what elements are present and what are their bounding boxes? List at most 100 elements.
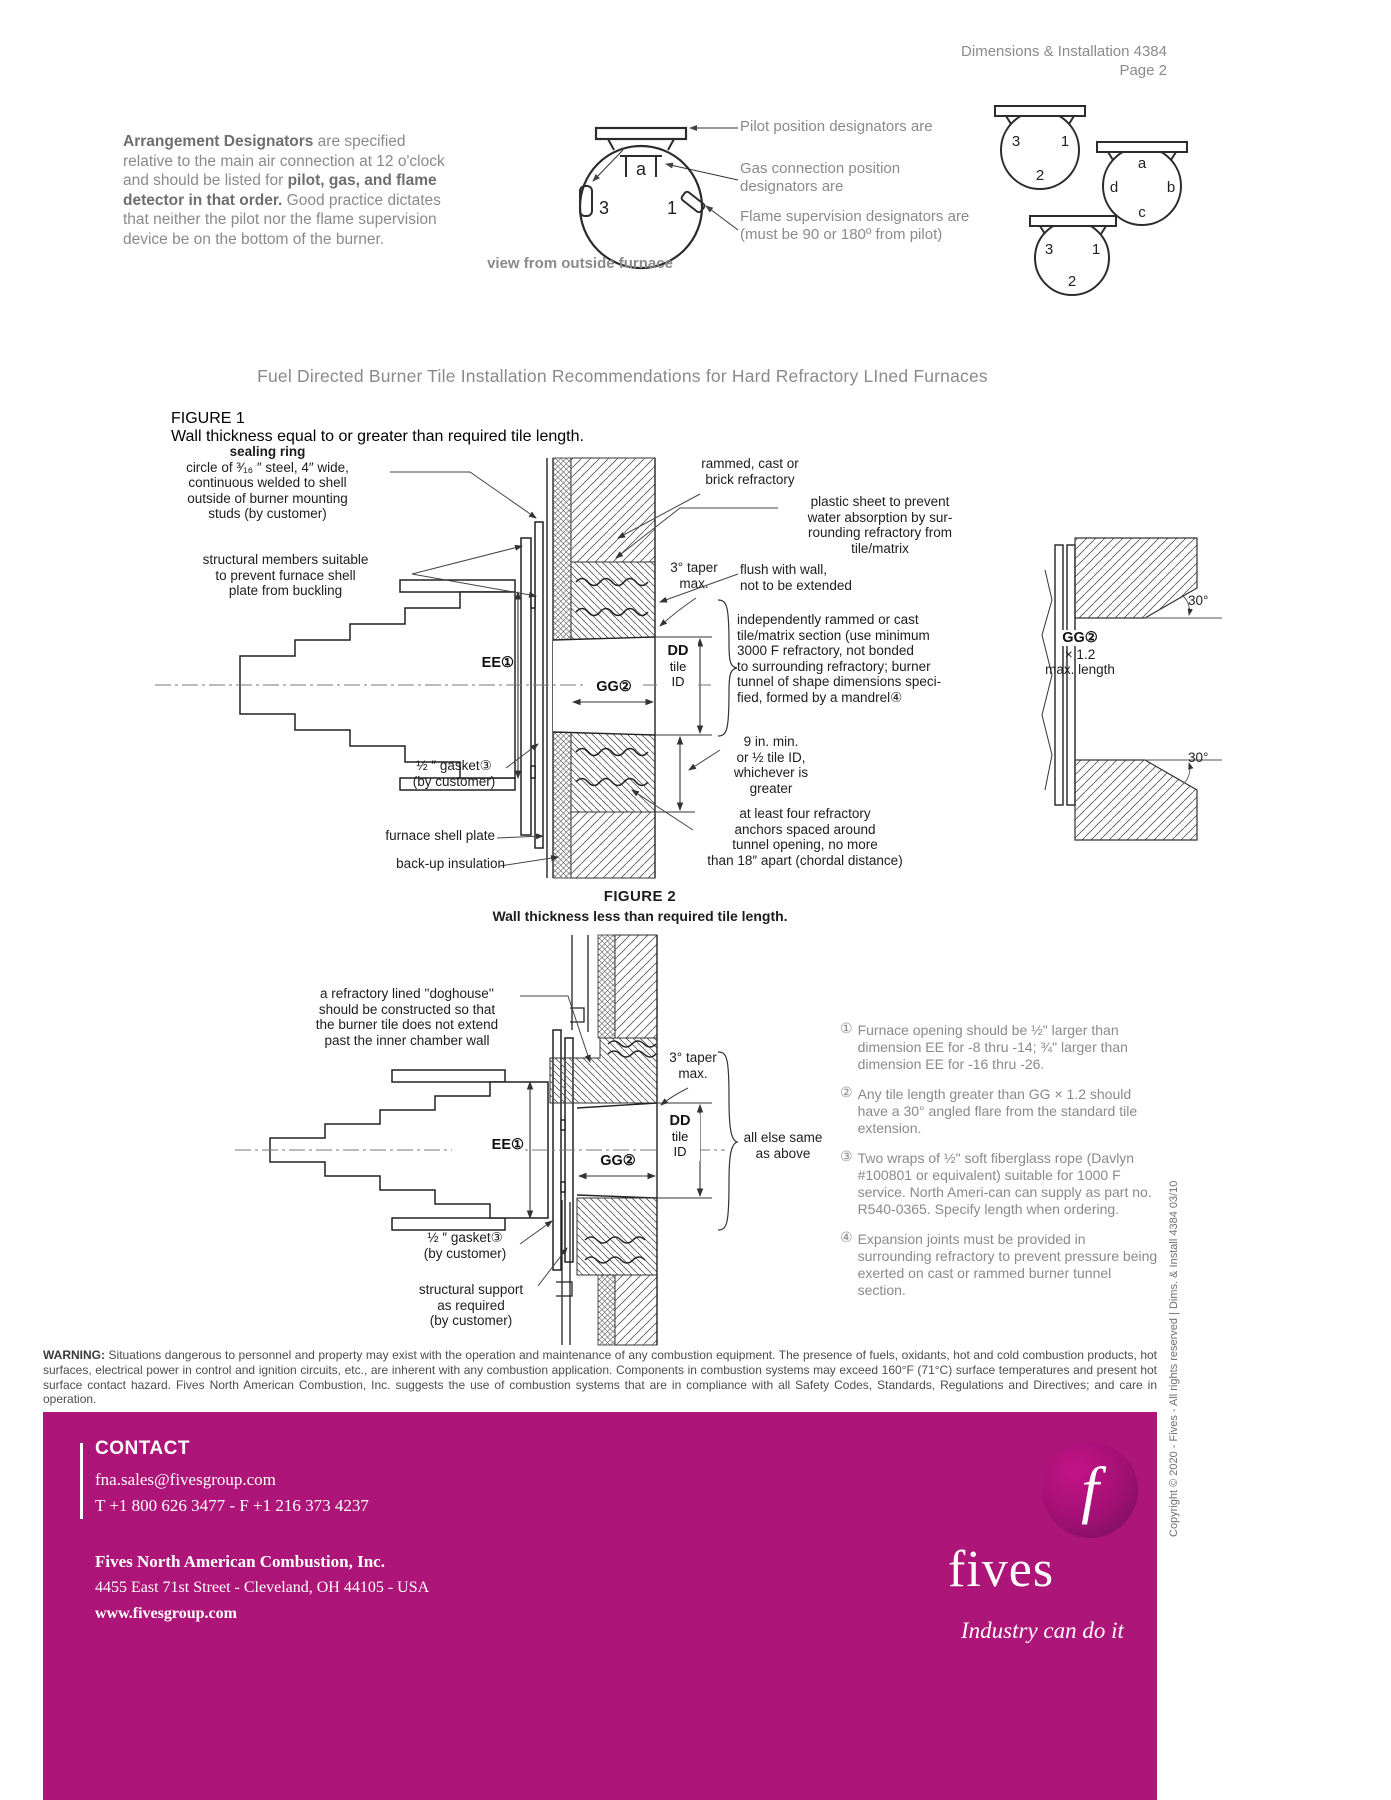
doc-title: Dimensions & Installation 4384 [961, 43, 1167, 60]
company-website[interactable]: www.fivesgroup.com [95, 1605, 237, 1622]
footnote-3-text: Two wraps of ½" soft fiberglass rope (Da… [857, 1150, 1152, 1217]
label-flush-wall: flush with wall, not to be extended [740, 562, 852, 593]
c3-right: 1 [1092, 241, 1100, 258]
view-caption: view from outside furnace [487, 255, 673, 272]
label-all-else: all else same as above [743, 1130, 823, 1161]
label-plastic-sheet: plastic sheet to prevent water absorptio… [807, 494, 953, 556]
label-dd-1-bold: DD [667, 643, 689, 659]
c1-bottom: 2 [1036, 167, 1044, 184]
c2-bottom: c [1138, 204, 1146, 221]
warning-bold: WARNING: [43, 1348, 105, 1362]
fives-wordmark: fives [948, 1541, 1055, 1598]
intro-text-2: Good practice dictates that neither the … [123, 191, 441, 248]
label-inset-x: × 1.2 [1064, 646, 1096, 662]
copyright-sidebar: Copyright © 2020 - Fives - All rights re… [1168, 1180, 1180, 1537]
page-header: Dimensions & Installation 4384 Page 2 [900, 42, 1167, 80]
label-30-bottom: 30° [1188, 750, 1209, 765]
warning-text: Situations dangerous to personnel and pr… [43, 1348, 1157, 1407]
footnote-2-num: ② [840, 1084, 853, 1100]
section-title: Fuel Directed Burner Tile Installation R… [257, 366, 988, 386]
label-rammed-refractory: rammed, cast or brick refractory [701, 456, 799, 487]
label-independent-tile: independently rammed or cast tile/matrix… [737, 612, 942, 705]
page-number: Page 2 [1119, 62, 1167, 79]
figure2: a refractory lined ''doghouse'' should b… [140, 930, 840, 1355]
footnote-4: ④ Expansion joints must be provided in s… [840, 1229, 1162, 1299]
label-gg-2: GG② [590, 1153, 646, 1170]
intro-bold-1: Arrangement Designators [123, 133, 314, 150]
footer-band: CONTACT fna.sales@fivesgroup.com T +1 80… [43, 1412, 1157, 1800]
footnote-4-text: Expansion joints must be provided in sur… [857, 1231, 1158, 1298]
main-pos-1: 1 [667, 198, 677, 218]
figure1-title: FIGURE 1 [171, 410, 245, 427]
c2-right: b [1167, 179, 1175, 196]
label-backup-insulation: back-up insulation [396, 856, 505, 871]
label-gg-1: GG② [585, 679, 643, 696]
label-shell-plate: furnace shell plate [385, 828, 495, 843]
figure2-heading: FIGURE 2 Wall thickness less than requir… [340, 888, 940, 924]
label-nine-min: 9 in. min. or ½ tile ID, whichever is gr… [733, 734, 809, 796]
pilot-position-label: Pilot position designators are [740, 118, 933, 135]
label-anchors: at least four refractory anchors spaced … [707, 806, 903, 868]
fives-logo-letter: f [1081, 1454, 1099, 1525]
gas-position-label: Gas connection position designators are [740, 160, 901, 195]
contact-heading: CONTACT [95, 1438, 190, 1459]
footnote-3: ③ Two wraps of ½" soft fiberglass rope (… [840, 1148, 1162, 1218]
figure2-title: FIGURE 2 [603, 888, 677, 905]
label-inset-len: max. length [1045, 662, 1115, 677]
label-support: structural support as required (by custo… [418, 1282, 524, 1328]
footnote-4-num: ④ [840, 1229, 853, 1245]
label-taper: 3° taper max. [670, 560, 718, 591]
footnote-1-text: Furnace opening should be ½" larger than… [857, 1022, 1128, 1072]
c1-left: 3 [1012, 133, 1020, 150]
label-sealing-ring-bold: sealing ring [229, 444, 306, 459]
label-ee-1: EE① [440, 655, 514, 672]
contact-divider [80, 1443, 83, 1519]
footnote-1: ① Furnace opening should be ½" larger th… [840, 1020, 1162, 1073]
arrangement-diagram: a 3 1 3 1 2 a d b c 3 [578, 105, 1188, 296]
intro-paragraph: Arrangement Designators are specified re… [123, 132, 455, 249]
label-sealing-ring-rest: circle of ³⁄₁₆ ″ steel, 4″ wide, continu… [186, 459, 349, 522]
fives-logo-icon: f [1042, 1442, 1138, 1538]
contact-phone: T +1 800 626 3477 - F +1 216 373 4237 [95, 1496, 369, 1515]
pilot-symbol [579, 185, 593, 217]
footnote-3-num: ③ [840, 1148, 853, 1164]
contact-email[interactable]: fna.sales@fivesgroup.com [95, 1470, 276, 1489]
figure2-drawing [235, 934, 739, 1346]
intro-bold-2: pilot, gas, and flame detector in that o… [123, 172, 437, 209]
company-address: 4455 East 71st Street - Cleveland, OH 44… [95, 1579, 430, 1596]
c3-bottom: 2 [1068, 273, 1076, 290]
label-gasket-1: ½ ″ gasket③ (by customer) [412, 758, 496, 789]
figure1-drawing [155, 457, 1222, 879]
footnote-1-num: ① [840, 1020, 853, 1036]
footnote-2: ② Any tile length greater than GG × 1.2 … [840, 1084, 1162, 1137]
footnote-2-text: Any tile length greater than GG × 1.2 sh… [857, 1086, 1138, 1136]
flame-detector-symbol [680, 190, 706, 214]
label-dd-2-bold: DD [669, 1113, 691, 1129]
footnotes: ① Furnace opening should be ½" larger th… [840, 1020, 1162, 1312]
label-structural-members: structural members suitable to prevent f… [202, 552, 369, 598]
label-dd-2-sub: tile ID [671, 1128, 689, 1159]
company-name: Fives North American Combustion, Inc. [95, 1552, 385, 1571]
fives-tagline: Industry can do it [961, 1618, 1124, 1643]
c2-top: a [1138, 155, 1147, 172]
figure1-subtitle: Wall thickness equal to or greater than … [171, 428, 584, 445]
label-gasket-2: ½ ″ gasket③ (by customer) [423, 1230, 507, 1261]
intro-text-1: are specified relative to the main air c… [123, 133, 445, 189]
main-pos-3: 3 [599, 198, 609, 218]
label-taper-2: 3° taper max. [669, 1050, 717, 1081]
label-ee-2: EE① [452, 1137, 524, 1154]
label-30-top: 30° [1188, 593, 1209, 608]
label-inset-gg-bold: GG② [1062, 630, 1098, 646]
label-doghouse: a refractory lined ''doghouse'' should b… [315, 986, 499, 1048]
label-dd-1-sub: tile ID [669, 658, 687, 689]
warning-paragraph: WARNING: Situations dangerous to personn… [43, 1348, 1157, 1407]
figure2-subtitle: Wall thickness less than required tile l… [492, 908, 788, 924]
c1-right: 1 [1061, 133, 1069, 150]
c3-left: 3 [1045, 241, 1053, 258]
figure1-heading: FIGURE 1 Wall thickness equal to or grea… [171, 410, 771, 446]
